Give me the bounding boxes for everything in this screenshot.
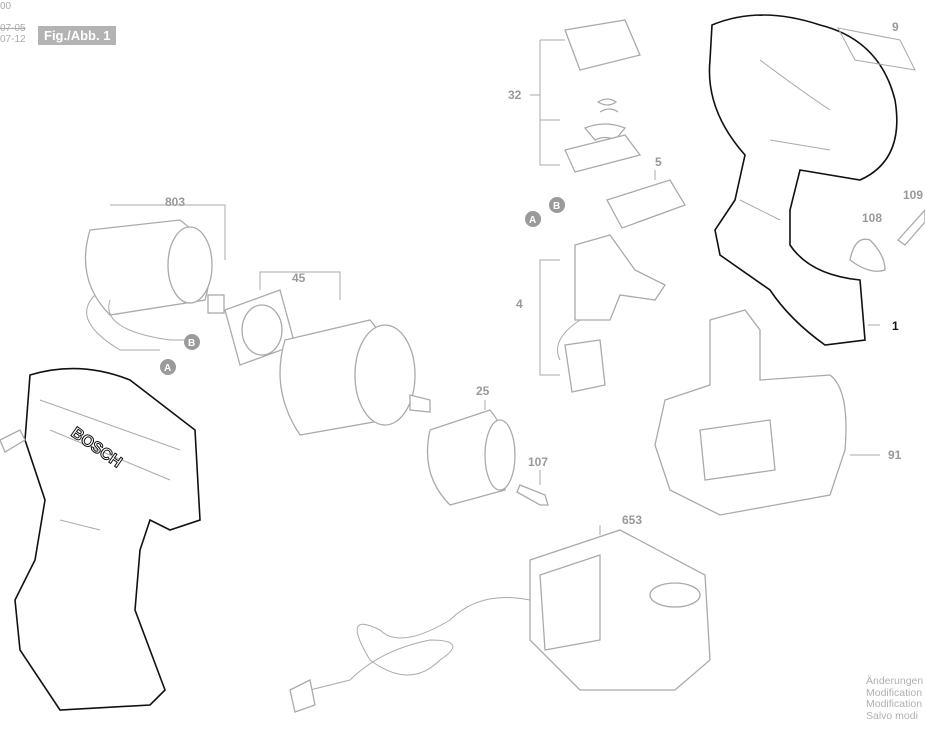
part-107-screw: 107 — [516, 455, 549, 506]
part-108-109: 108 109 — [849, 188, 925, 272]
connector-b-right: B — [549, 197, 565, 213]
note-line: Änderungen — [866, 675, 924, 687]
figure-label: Fig./Abb. 1 — [38, 26, 117, 45]
label-803: 803 — [165, 195, 185, 209]
note-line: Modification — [866, 686, 923, 699]
modification-notes: Änderungen Modification Modification Sal… — [866, 675, 924, 722]
part-5: 5 — [606, 155, 686, 229]
part-803-motor: 803 — [84, 195, 226, 351]
part-91-battery: 91 — [654, 309, 902, 516]
connector-a-left: A — [160, 359, 176, 375]
gearbox — [279, 319, 431, 436]
part-25-chuck: 25 — [426, 384, 516, 506]
label-32: 32 — [508, 88, 522, 102]
label-45: 45 — [292, 271, 306, 285]
svg-text:B: B — [188, 338, 195, 349]
old-date: 07-05 — [0, 23, 26, 34]
part-653-charger: 653 — [289, 513, 711, 713]
connector-a-right: A — [525, 211, 541, 227]
svg-text:B: B — [553, 201, 560, 212]
part-32: 32 — [508, 19, 642, 173]
connector-b-left: B — [184, 334, 200, 350]
part-4: 4 — [516, 234, 666, 393]
note-line: Salvo modi — [866, 709, 918, 722]
label-109: 109 — [903, 188, 923, 202]
left-housing-half: BOSCH — [0, 367, 201, 711]
label-9: 9 — [892, 20, 899, 34]
label-25: 25 — [476, 384, 490, 398]
top-code: 00 — [0, 1, 12, 12]
svg-text:A: A — [529, 215, 536, 226]
label-108: 108 — [862, 211, 882, 225]
note-line: Modification — [866, 698, 923, 710]
label-107: 107 — [528, 455, 548, 469]
label-653: 653 — [622, 513, 642, 527]
svg-text:A: A — [164, 363, 171, 374]
part-1-housing-half: 9 1 — [708, 14, 916, 346]
label-1: 1 — [892, 319, 899, 333]
label-4: 4 — [516, 297, 523, 311]
label-91: 91 — [888, 448, 902, 462]
label-5: 5 — [655, 155, 662, 169]
new-date: 07-12 — [0, 34, 26, 45]
part-45: 45 — [224, 271, 341, 366]
